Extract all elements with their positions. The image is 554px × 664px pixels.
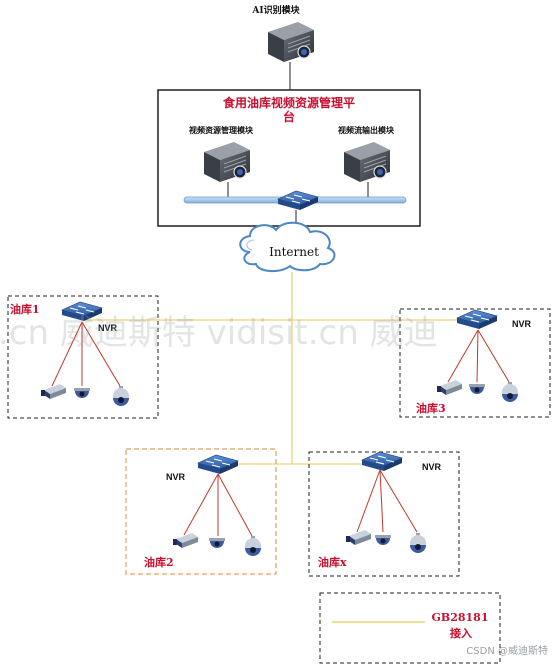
legend-label-line1: GB28181 [432, 611, 489, 624]
site-name-1: 油库1 [10, 302, 40, 316]
legend-box [319, 592, 501, 664]
site3-nvr-label: NVR [512, 319, 532, 329]
site-box-3 [399, 308, 551, 418]
credit-text: CSDN @威迪斯特 [466, 644, 548, 657]
platform-title-line1: 食用油库视频资源管理平 [222, 95, 355, 110]
sitex-box-camera-icon [346, 530, 371, 545]
site-box-1 [7, 295, 159, 419]
internet-label: Internet [269, 245, 319, 259]
site-box-2 [125, 448, 277, 575]
site2-nvr-switch-icon [197, 454, 239, 475]
site2-dome-camera-icon [209, 538, 225, 548]
module-label-resource-mgmt: 视频资源管理模块 [189, 125, 254, 135]
site3-box-camera-icon [437, 380, 462, 395]
sitex-nvr-label: NVR [422, 462, 442, 472]
site3-nvr-switch-icon [456, 309, 498, 330]
site1-dome-camera-icon [74, 388, 90, 398]
sitex-dome-camera-icon [375, 535, 391, 545]
site-name-2: 油库2 [144, 555, 174, 569]
gb28181-links [82, 272, 478, 465]
site-box-x [308, 451, 460, 577]
ai-server-icon [267, 21, 315, 63]
site3-ptz-camera-icon [502, 382, 518, 402]
site1-nvr-label: NVR [98, 323, 118, 333]
site-name-3: 油库3 [416, 401, 446, 415]
site1-ptz-camera-icon [113, 386, 129, 406]
site2-box-camera-icon [173, 533, 198, 548]
sitex-ptz-camera-icon [410, 533, 426, 553]
site2-nvr-label: NVR [166, 472, 186, 482]
site2-ptz-camera-icon [245, 536, 261, 556]
sitex-nvr-switch-icon [361, 451, 403, 472]
site3-dome-camera-icon [469, 384, 485, 394]
legend-label-line2: 接入 [450, 626, 472, 640]
site1-box-camera-icon [41, 384, 66, 399]
watermark-text: .cn 威迪斯特 vidisit.cn 威迪 [0, 313, 438, 353]
module-label-stream-output: 视频流输出模块 [338, 125, 395, 135]
ai-module-label: AI识别模块 [251, 4, 300, 16]
site-name-x: 油库x [318, 555, 347, 569]
internet-cloud-icon [239, 221, 336, 272]
platform-title-line2: 台 [283, 109, 295, 124]
